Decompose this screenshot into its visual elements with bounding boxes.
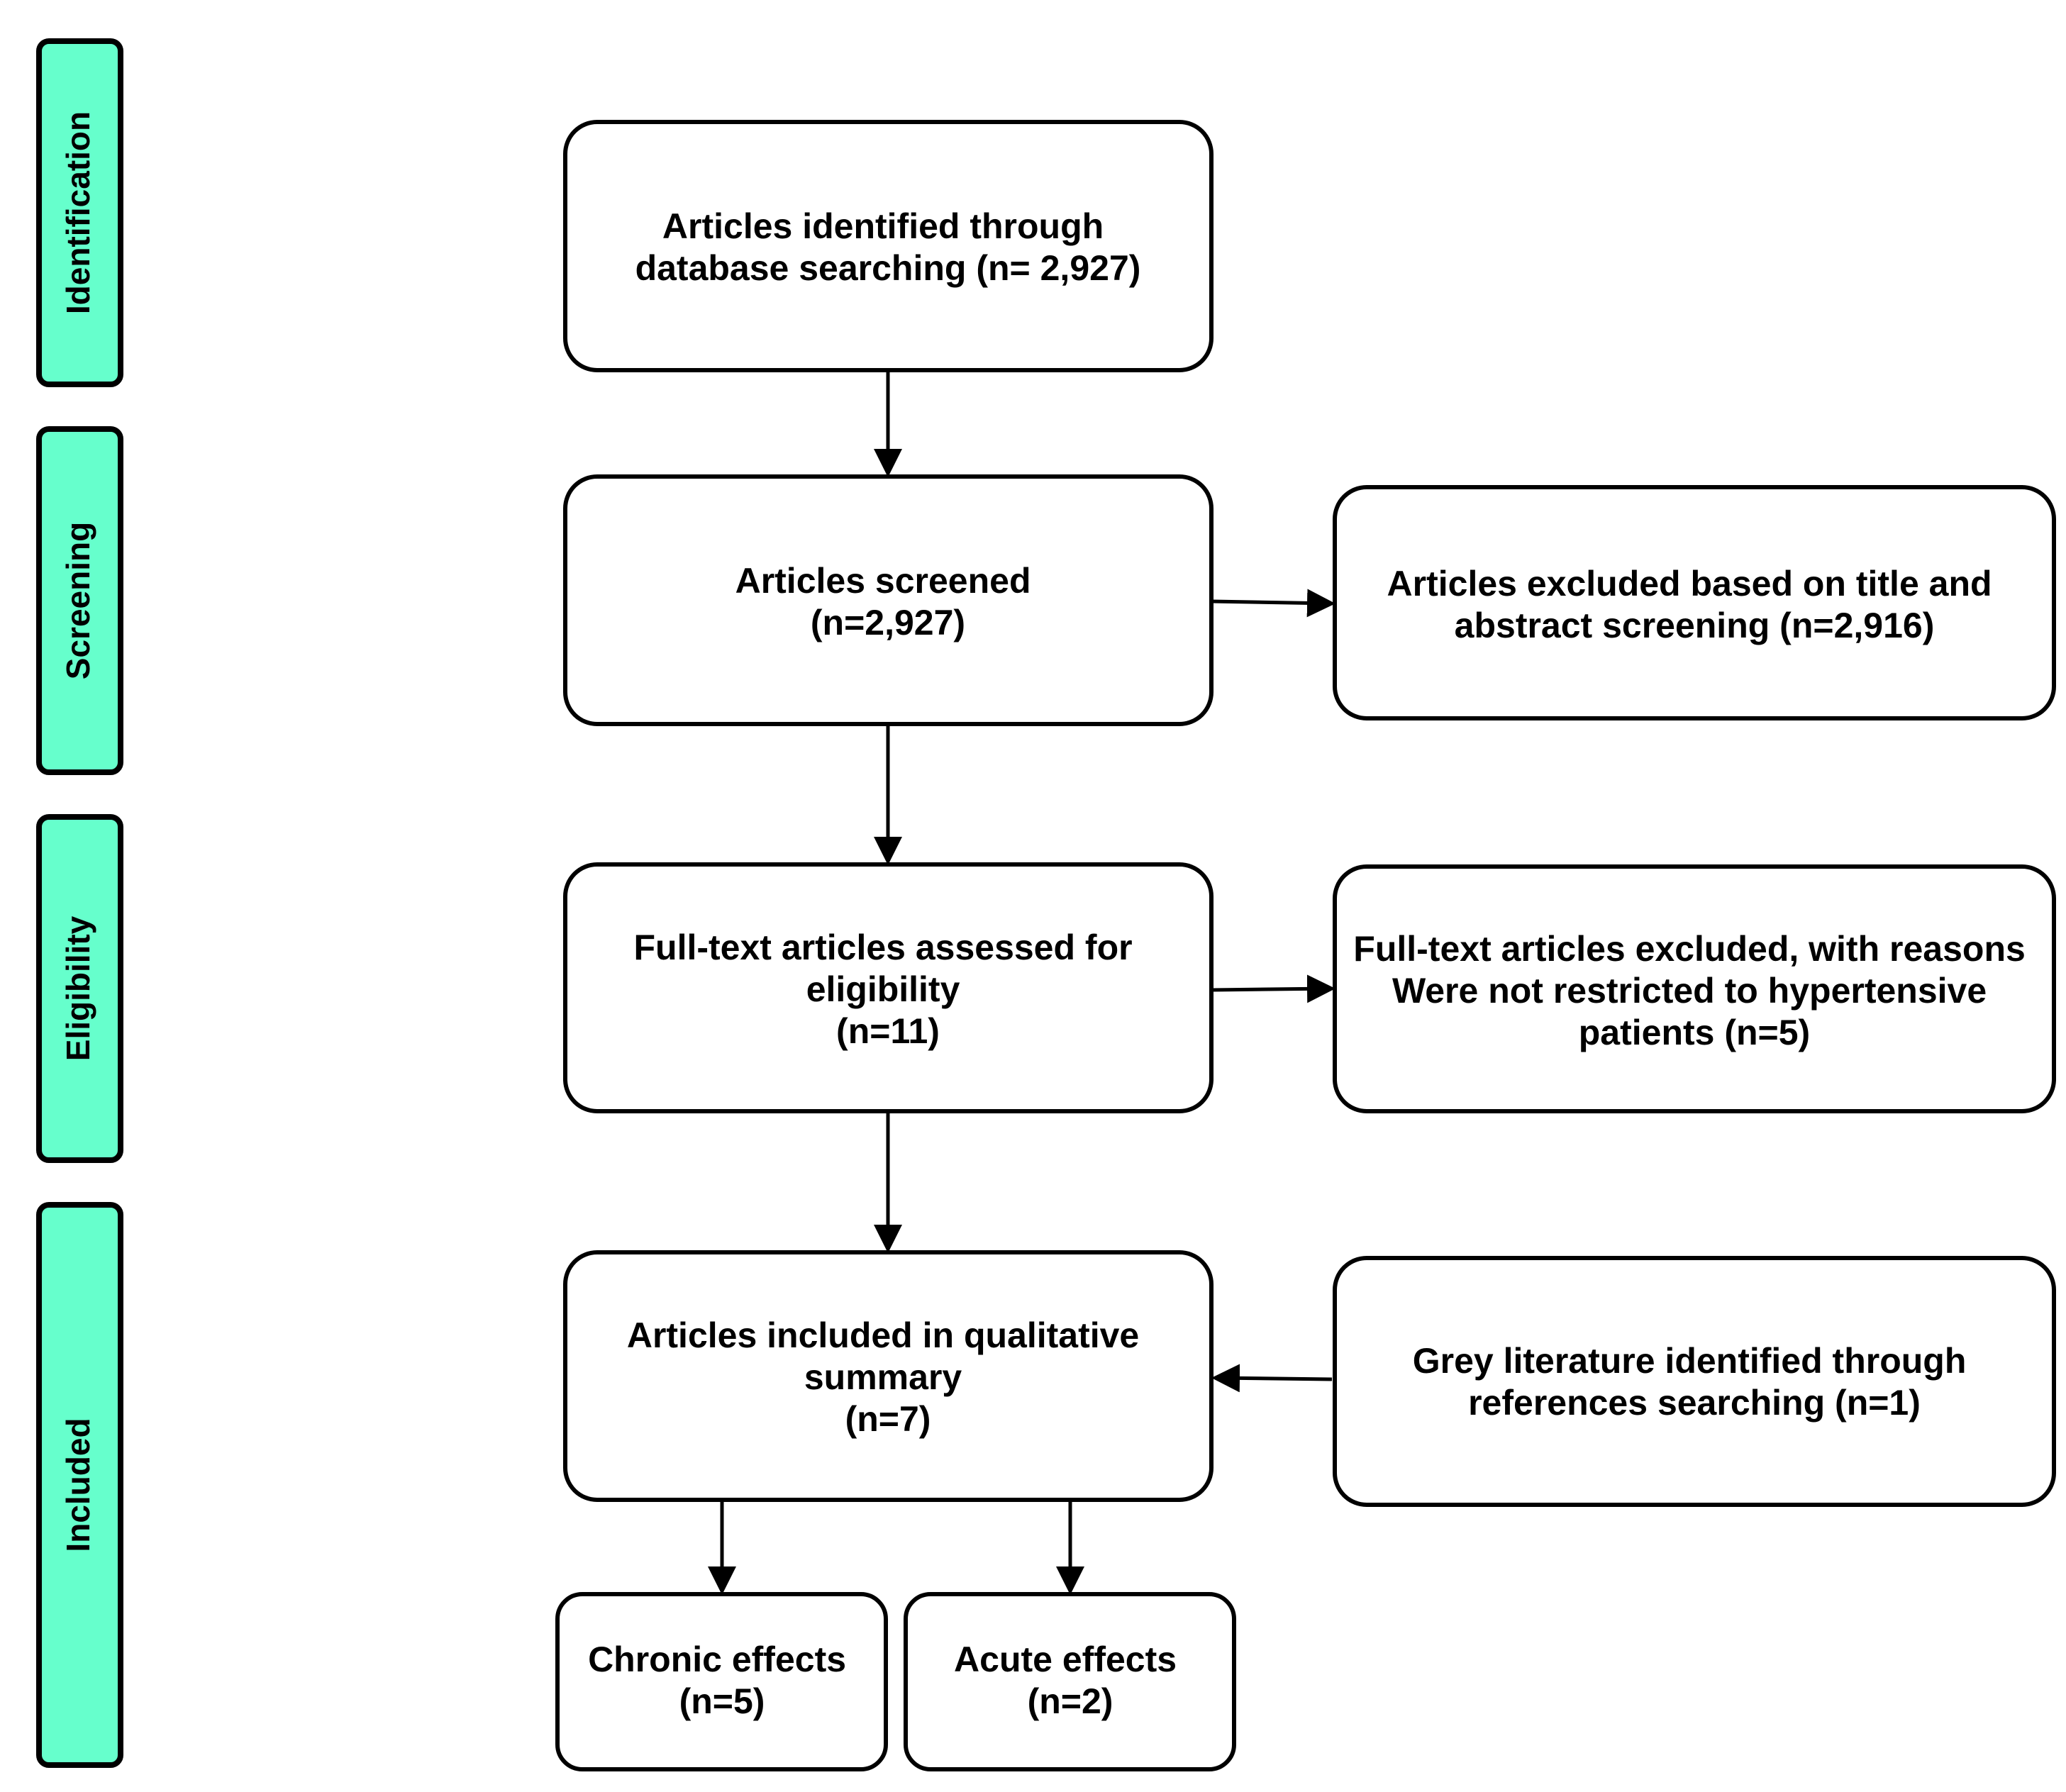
- svg-text:Acute effects (n=2): Acute effects (n=2): [954, 1640, 1187, 1721]
- box-excluded-title-abstract: Articles excluded based on title and abs…: [1333, 485, 2056, 720]
- box-excluded-title-abstract-line-1: Articles excluded based on title and: [1387, 564, 1992, 603]
- stage-screening-label: Screening: [60, 522, 96, 679]
- box-screened-line-2: (n=2,927): [811, 603, 965, 642]
- box-identified-line-2: database searching (n= 2,927): [635, 248, 1141, 288]
- stage-identification: Identification: [36, 38, 123, 387]
- box-included-qualitative-line-3: (n=7): [845, 1399, 931, 1439]
- box-fulltext-assessed: Full-text articles assessed for eligibil…: [563, 862, 1214, 1113]
- box-screened: Articles screened (n=2,927): [563, 474, 1214, 726]
- box-grey-literature-line-1: Grey literature identified through: [1413, 1341, 1967, 1381]
- svg-text:Articles screened (n=2,9: Articles screened (n=2,927): [735, 561, 1041, 642]
- svg-text:Chronic effects (n=5): Chronic effects (n=5): [588, 1640, 856, 1721]
- box-excluded-title-abstract-line-2: abstract screening (n=2,916): [1455, 606, 1935, 645]
- box-acute-effects-line-2: (n=2): [1028, 1681, 1113, 1721]
- box-identified: Articles identified through database sea…: [563, 120, 1214, 372]
- svg-text:Full-text articles assessed fo: Full-text articles assessed for eligibil…: [634, 928, 1143, 1051]
- box-identified-line-1: Articles identified through: [662, 206, 1104, 246]
- stage-included-label: Included: [60, 1418, 96, 1552]
- stage-screening: Screening: [36, 426, 123, 775]
- box-chronic-effects-line-1: Chronic effects: [588, 1640, 846, 1679]
- arrow-screened-to-excluded: [1211, 589, 1335, 618]
- box-grey-literature-line-2: references searching (n=1): [1468, 1383, 1921, 1423]
- arrow-grey-to-included: [1211, 1364, 1333, 1393]
- box-grey-literature: Grey literature identified through refer…: [1333, 1256, 2056, 1507]
- arrow-fulltext-to-excluded: [1211, 974, 1335, 1003]
- svg-text:Articles included in qualitati: Articles included in qualitative summary…: [627, 1315, 1149, 1439]
- stage-eligibility: Eligibility: [36, 814, 123, 1163]
- box-fulltext-assessed-line-3: (n=11): [836, 1011, 940, 1051]
- box-included-qualitative: Articles included in qualitative summary…: [563, 1250, 1214, 1502]
- box-fulltext-assessed-line-1: Full-text articles assessed for: [634, 928, 1133, 967]
- box-chronic-effects-line-2: (n=5): [679, 1681, 765, 1721]
- box-fulltext-excluded-line-3: patients (n=5): [1579, 1013, 1810, 1052]
- box-screened-line-1: Articles screened: [735, 561, 1031, 601]
- box-chronic-effects: Chronic effects (n=5): [555, 1592, 888, 1771]
- svg-text:Full-text articles excluded, w: Full-text articles excluded, with reason…: [1353, 929, 2035, 1052]
- box-fulltext-excluded-line-2: Were not restricted to hypertensive: [1392, 971, 1987, 1011]
- box-acute-effects-line-1: Acute effects: [954, 1640, 1177, 1679]
- svg-text:Articles excluded based on tit: Articles excluded based on title and abs…: [1387, 564, 2002, 645]
- box-fulltext-assessed-line-2: eligibility: [806, 969, 960, 1009]
- box-included-qualitative-line-1: Articles included in qualitative: [627, 1315, 1139, 1355]
- box-fulltext-excluded-line-1: Full-text articles excluded, with reason…: [1353, 929, 2026, 969]
- stage-included: Included: [36, 1202, 123, 1768]
- stage-eligibility-label: Eligibility: [60, 916, 96, 1061]
- box-acute-effects: Acute effects (n=2): [904, 1592, 1236, 1771]
- svg-text:Grey literature identified thr: Grey literature identified through refer…: [1413, 1341, 1977, 1423]
- box-fulltext-excluded: Full-text articles excluded, with reason…: [1333, 864, 2056, 1113]
- stage-identification-label: Identification: [60, 111, 96, 314]
- box-included-qualitative-line-2: summary: [804, 1357, 962, 1397]
- svg-text:Articles identified through: Articles identified through database sea…: [635, 206, 1141, 288]
